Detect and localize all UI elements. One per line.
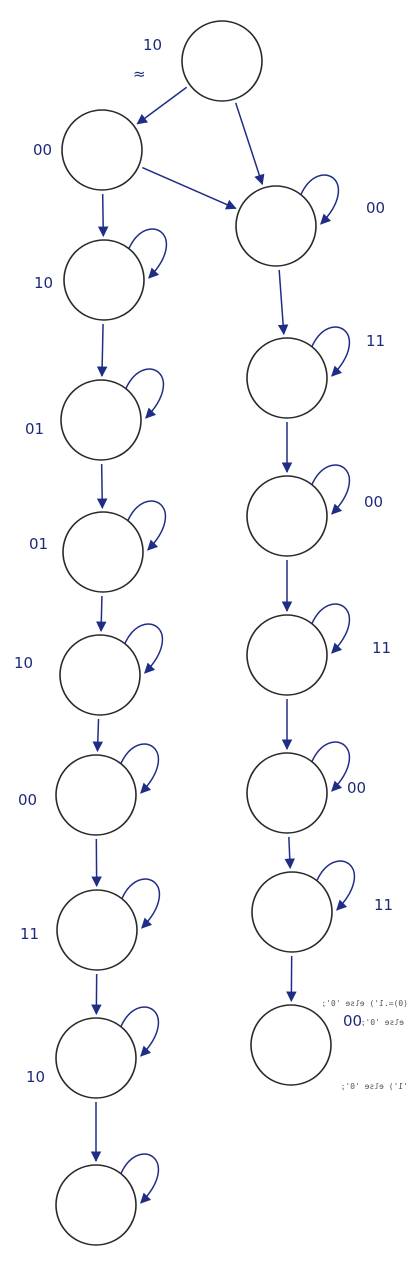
- self-loop-arrow: [311, 464, 351, 515]
- state-labels-layer: 10 00 00 10 01 01 10 00 11 10 11 00 11 00 11 00: [14, 36, 393, 1086]
- bleed-line-3: '1') else '0';: [341, 1082, 408, 1091]
- state-label: 00: [347, 779, 366, 797]
- self-loop-arrow: [125, 368, 165, 419]
- state-node: [246, 752, 328, 834]
- transition-arrow: [142, 166, 237, 210]
- transition-arrow: [284, 836, 296, 870]
- state-label: 00: [366, 199, 385, 217]
- state-node: [56, 889, 138, 971]
- self-loop-arrow: [120, 743, 160, 794]
- state-label: 11: [20, 925, 39, 943]
- self-loop-arrow: [311, 603, 351, 654]
- state-node: [63, 239, 145, 321]
- self-loop-arrow: [311, 741, 351, 792]
- transition-arrow: [92, 718, 104, 753]
- state-node: [61, 109, 143, 191]
- transitions-layer: [90, 86, 297, 1163]
- self-loop-arrow: [300, 174, 340, 225]
- self-loops-layer: [120, 174, 356, 1204]
- bleed-line-1: (0)=.1') else '0';: [321, 999, 408, 1008]
- state-label: 10: [26, 1068, 45, 1086]
- self-loop-arrow: [128, 228, 168, 279]
- transition-arrow: [136, 86, 188, 125]
- state-node: [246, 614, 328, 696]
- transition-arrow: [96, 595, 107, 633]
- self-loop-arrow: [120, 1006, 160, 1057]
- state-label: 10: [14, 654, 33, 672]
- bleed-through-text: (0)=.1') else '0'; else '0'; '1') else '…: [321, 999, 408, 1091]
- self-loop-arrow: [316, 860, 356, 911]
- transition-arrow: [96, 463, 108, 510]
- state-node: [62, 511, 144, 593]
- state-node: [181, 20, 263, 102]
- state-label: 00: [33, 141, 52, 159]
- state-node: [235, 185, 317, 267]
- state-label: 00: [18, 791, 37, 809]
- state-node: [60, 379, 142, 461]
- self-loop-arrow: [311, 326, 351, 377]
- self-loop-arrow: [121, 878, 161, 929]
- transition-arrow: [277, 269, 289, 336]
- state-node: [55, 754, 137, 836]
- state-node: [55, 1017, 137, 1099]
- state-node: [250, 1004, 332, 1086]
- state-node: [55, 1164, 137, 1246]
- state-node: [246, 337, 328, 419]
- bleed-line-2: else '0';: [361, 1018, 404, 1027]
- self-loop-arrow: [120, 1153, 160, 1204]
- state-label: 01: [29, 535, 48, 553]
- transition-arrow: [96, 323, 108, 378]
- scribble-mark: ≈: [133, 65, 146, 83]
- state-node: [251, 871, 333, 953]
- state-label: 00: [364, 493, 383, 511]
- state-label: 00: [343, 1012, 362, 1030]
- state-label: 11: [374, 896, 393, 914]
- transition-arrow: [234, 102, 265, 186]
- self-loop-arrow: [127, 500, 167, 551]
- state-label: 11: [366, 332, 385, 350]
- state-label: 01: [25, 420, 44, 438]
- state-label: 10: [34, 274, 53, 292]
- self-loop-arrow: [124, 623, 164, 674]
- state-node: [246, 475, 328, 557]
- transition-arrow: [97, 193, 109, 238]
- states-layer: [55, 20, 333, 1246]
- state-label: 10: [143, 36, 162, 54]
- state-label: 11: [372, 639, 391, 657]
- state-node: [59, 634, 141, 716]
